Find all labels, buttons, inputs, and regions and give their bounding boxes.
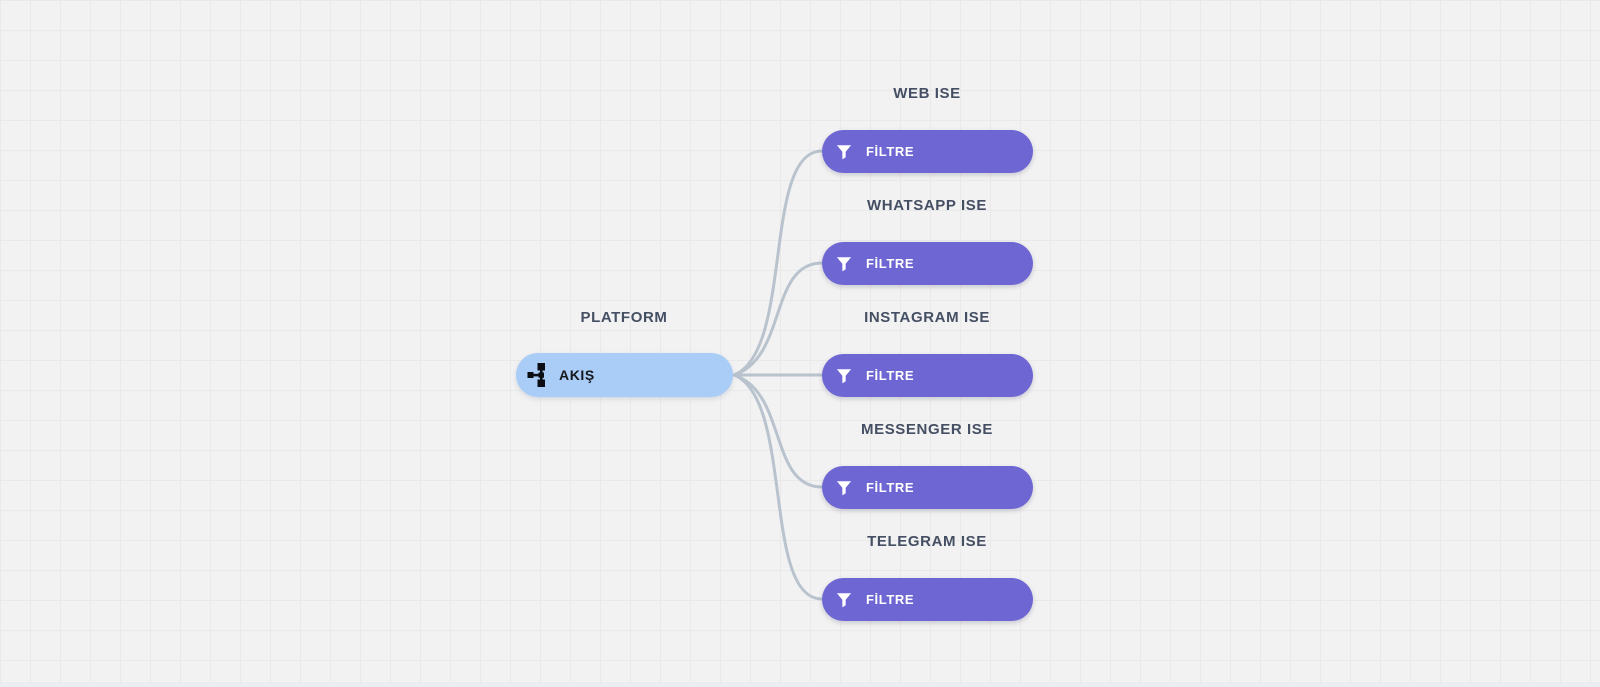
root-group-label: PLATFORM (580, 309, 668, 326)
root-node-label: AKIŞ (559, 367, 595, 383)
filter-icon (835, 255, 853, 273)
branch-condition-label: WEB ISE (893, 85, 961, 102)
filter-icon (835, 479, 853, 497)
branch-condition-label: MESSENGER ISE (861, 421, 993, 438)
canvas-bottom-edge (0, 682, 1600, 687)
filter-node-label: FİLTRE (866, 480, 915, 495)
filter-node-web[interactable]: FİLTRE (822, 130, 1033, 173)
filter-node-whatsapp[interactable]: FİLTRE (822, 242, 1033, 285)
filter-node-label: FİLTRE (866, 144, 915, 159)
flow-node-root[interactable]: AKIŞ (516, 353, 733, 397)
filter-node-telegram[interactable]: FİLTRE (822, 578, 1033, 621)
branch-condition-label: TELEGRAM ISE (867, 533, 987, 550)
edge-root-to-telegram (732, 373, 824, 601)
filter-node-label: FİLTRE (866, 368, 915, 383)
filter-icon (835, 143, 853, 161)
branch-condition-label: WHATSAPP ISE (867, 197, 987, 214)
filter-node-instagram[interactable]: FİLTRE (822, 354, 1033, 397)
filter-node-messenger[interactable]: FİLTRE (822, 466, 1033, 509)
filter-icon (835, 367, 853, 385)
filter-node-label: FİLTRE (866, 592, 915, 607)
filter-node-label: FİLTRE (866, 256, 915, 271)
flow-icon (527, 362, 548, 388)
filter-icon (835, 591, 853, 609)
branch-condition-label: INSTAGRAM ISE (864, 309, 990, 326)
edge-root-to-web (732, 149, 824, 377)
